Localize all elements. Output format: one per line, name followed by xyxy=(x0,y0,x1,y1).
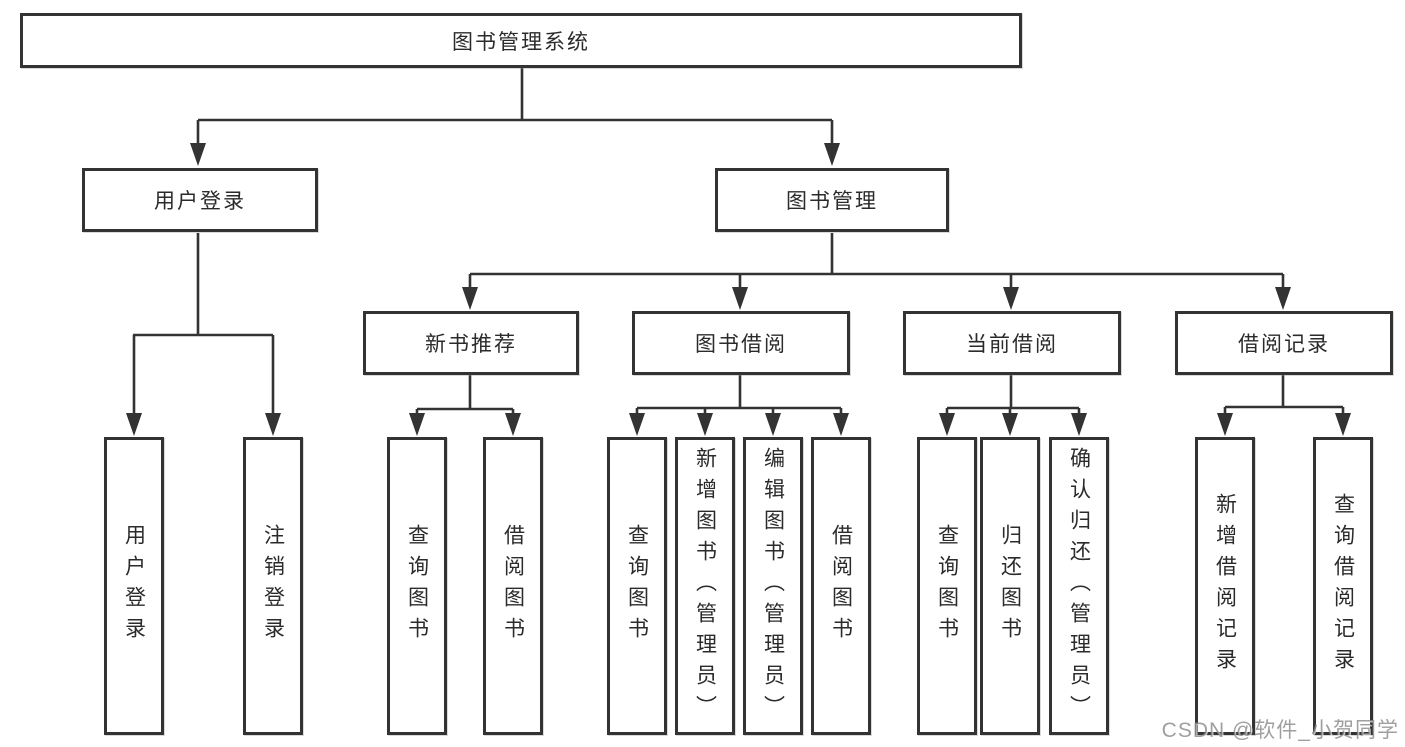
leaf-edit-books-admin-label: 编辑图书（管理员） xyxy=(761,446,785,726)
leaf-borrow-books-label: 借阅图书 xyxy=(829,524,853,648)
leaf-confirm-return-admin-label: 确认归还（管理员） xyxy=(1067,446,1091,726)
node-current-borrowing-label: 当前借阅 xyxy=(966,333,1058,356)
node-book-borrowing: 图书借阅 xyxy=(632,311,850,375)
leaf-confirm-return-admin: 确认归还（管理员） xyxy=(1049,437,1109,735)
arrowhead xyxy=(265,413,281,436)
node-new-book-recommend-label: 新书推荐 xyxy=(425,333,517,356)
arrowhead xyxy=(697,413,713,436)
arrowhead xyxy=(505,413,521,436)
wire-management xyxy=(468,233,1285,304)
leaf-recommend-borrow-books-label: 借阅图书 xyxy=(501,524,525,648)
leaf-recommend-borrow-books: 借阅图书 xyxy=(483,437,543,735)
csdn-watermark: CSDN @软件_小贺同学 xyxy=(1161,719,1399,742)
arrowhead xyxy=(409,413,425,436)
leaf-add-books-admin-label: 新增图书（管理员） xyxy=(693,446,717,726)
leaf-logout: 注销登录 xyxy=(243,437,303,735)
leaf-add-borrow-record: 新增借阅记录 xyxy=(1195,437,1255,735)
arrowhead xyxy=(126,413,142,436)
connector-arrowheads xyxy=(126,143,1351,436)
leaf-logout-label: 注销登录 xyxy=(261,524,285,648)
wire-root xyxy=(196,68,834,160)
arrowhead xyxy=(629,413,645,436)
connector-lines xyxy=(132,68,1345,430)
node-current-borrowing: 当前借阅 xyxy=(903,311,1121,375)
node-borrow-records: 借阅记录 xyxy=(1175,311,1393,375)
arrowhead xyxy=(939,413,955,436)
leaf-return-books-label: 归还图书 xyxy=(998,524,1022,648)
node-borrow-records-label: 借阅记录 xyxy=(1238,333,1330,356)
leaf-borrow-books: 借阅图书 xyxy=(811,437,871,735)
node-new-book-recommend: 新书推荐 xyxy=(363,311,579,375)
leaf-recommend-query-books: 查询图书 xyxy=(387,437,447,735)
leaf-query-borrow-record-label: 查询借阅记录 xyxy=(1331,493,1355,679)
node-book-management-label: 图书管理 xyxy=(786,190,878,213)
leaf-user-login-label: 用户登录 xyxy=(122,524,146,648)
arrowhead xyxy=(1335,413,1351,436)
node-user-login-label: 用户登录 xyxy=(154,190,246,213)
node-book-borrowing-label: 图书借阅 xyxy=(695,333,787,356)
leaf-query-borrow-record: 查询借阅记录 xyxy=(1313,437,1373,735)
leaf-edit-books-admin: 编辑图书（管理员） xyxy=(743,437,803,735)
leaf-add-books-admin: 新增图书（管理员） xyxy=(675,437,735,735)
leaf-current-query-books: 查询图书 xyxy=(917,437,977,735)
arrowhead xyxy=(732,287,748,310)
leaf-return-books: 归还图书 xyxy=(980,437,1040,735)
leaf-current-query-books-label: 查询图书 xyxy=(935,524,959,648)
wire-recommend xyxy=(415,375,515,430)
arrowhead xyxy=(765,413,781,436)
node-library-system-label: 图书管理系统 xyxy=(452,30,590,54)
arrowhead xyxy=(833,413,849,436)
wire-records xyxy=(1223,375,1345,430)
leaf-borrowing-query-books-label: 查询图书 xyxy=(625,524,649,648)
arrowhead xyxy=(1275,287,1291,310)
arrowhead xyxy=(1071,413,1087,436)
leaf-add-borrow-record-label: 新增借阅记录 xyxy=(1213,493,1237,679)
arrowhead xyxy=(190,143,206,166)
node-library-system: 图书管理系统 xyxy=(20,13,1022,68)
leaf-user-login: 用户登录 xyxy=(104,437,164,735)
wire-login xyxy=(132,233,275,430)
leaf-recommend-query-books-label: 查询图书 xyxy=(405,524,429,648)
arrowhead xyxy=(1217,413,1233,436)
arrowhead xyxy=(824,143,840,166)
arrowhead xyxy=(1002,413,1018,436)
node-book-management: 图书管理 xyxy=(715,168,949,232)
leaf-borrowing-query-books: 查询图书 xyxy=(607,437,667,735)
arrowhead xyxy=(1003,287,1019,310)
arrowhead xyxy=(462,287,478,310)
node-user-login: 用户登录 xyxy=(82,168,318,232)
wire-borrowing xyxy=(635,375,843,430)
